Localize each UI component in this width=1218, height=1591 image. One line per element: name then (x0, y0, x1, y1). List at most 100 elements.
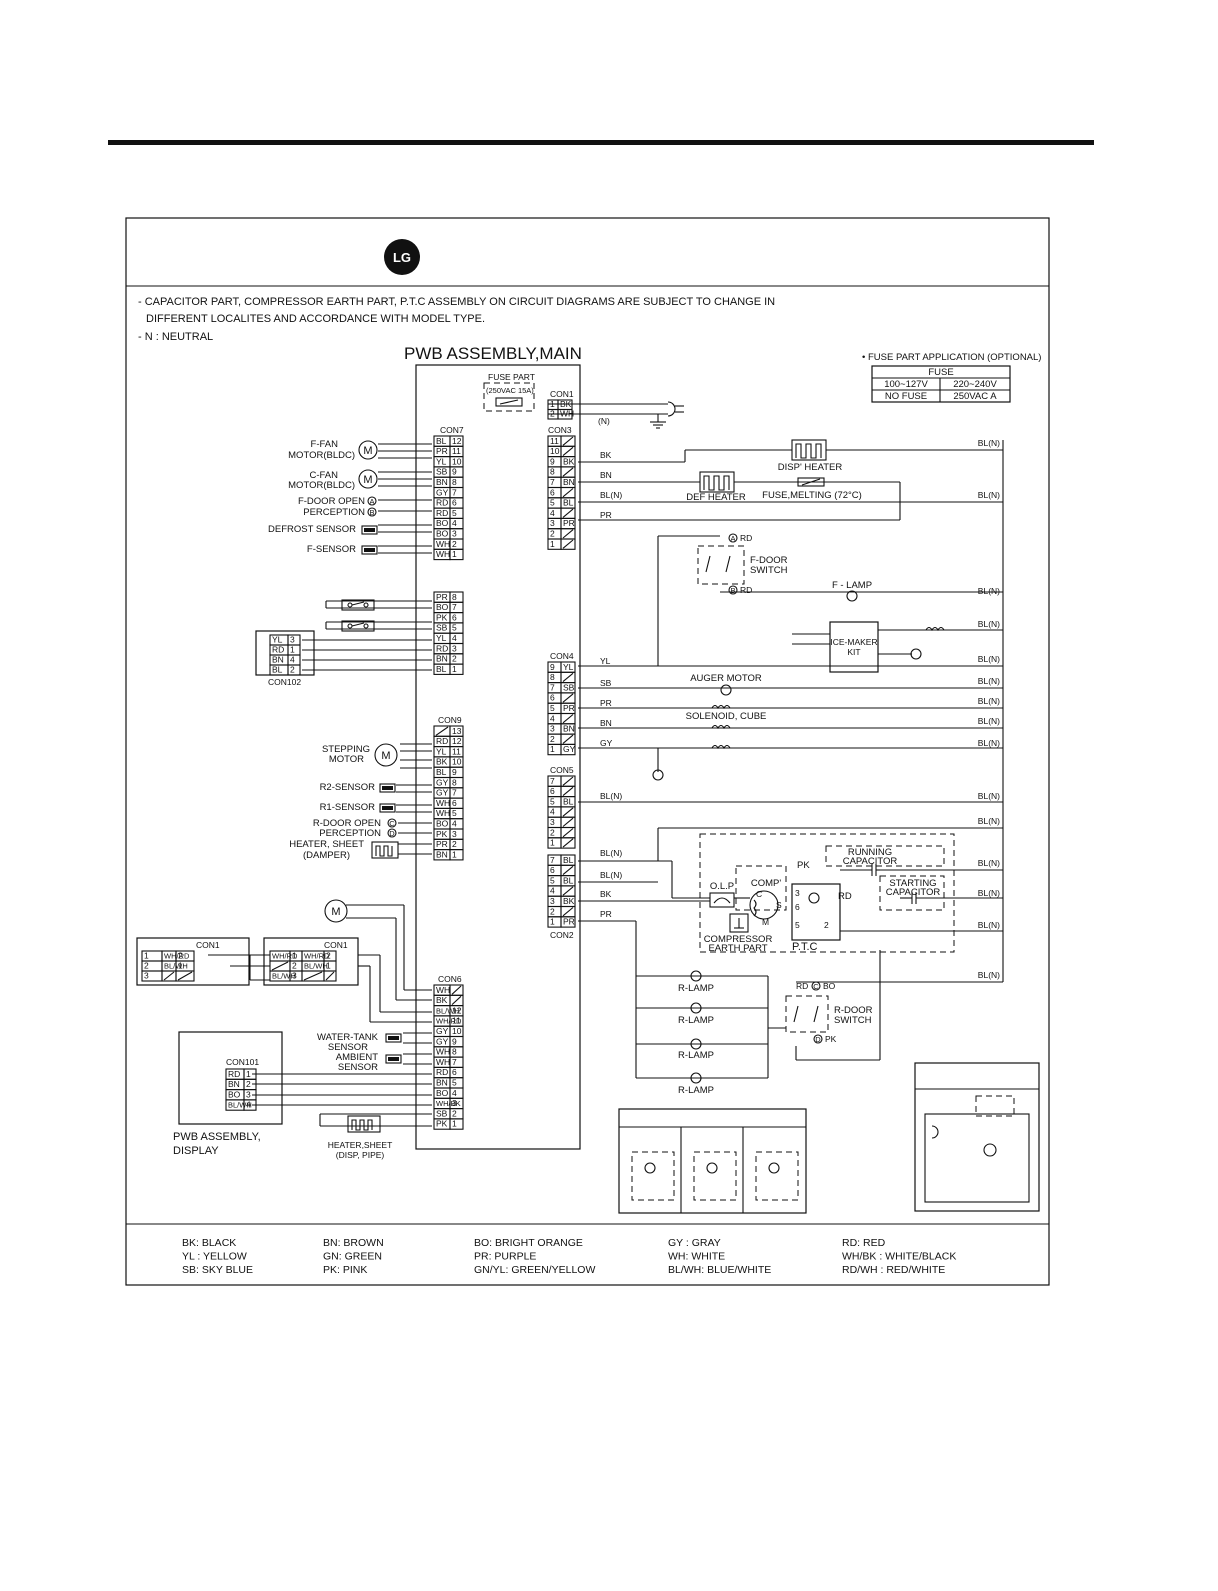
top-rule (108, 140, 1094, 145)
svg-text:CON1: CON1 (324, 940, 348, 950)
pin-label: 3 (550, 518, 555, 528)
pin-label: 1 (550, 744, 555, 754)
bus-label-bln: BL(N) (978, 619, 1000, 629)
auger-motor: AUGER MOTOR (690, 673, 762, 696)
pin-label: 8 (452, 777, 457, 787)
pin-label: 5 (550, 703, 555, 713)
con102-frame (255, 630, 315, 676)
pin-label: 3 (452, 1098, 457, 1108)
pin-label: 7 (452, 1057, 457, 1067)
right-wiring (548, 403, 1004, 1079)
pin-label: BL (563, 498, 574, 508)
svg-text:C-FAN: C-FAN (310, 470, 339, 481)
pin-label: 7 (452, 487, 457, 497)
wire-color-label: GY (600, 738, 613, 748)
pin-label: WH (436, 1057, 450, 1067)
pin-label: RD (436, 736, 448, 746)
pin-label: 10 (550, 446, 560, 456)
pin-label: BO (436, 602, 449, 612)
f-door-perception: F-DOOR OPEN PERCEPTION A B (298, 496, 377, 518)
svg-text:D: D (815, 1035, 821, 1044)
pin-label: 12 (452, 1005, 462, 1015)
svg-text:PK: PK (797, 860, 810, 871)
svg-text:R1-SENSOR: R1-SENSOR (320, 802, 376, 813)
svg-text:M: M (363, 445, 372, 457)
bus-label-bln: BL(N) (978, 716, 1000, 726)
pin-label: 9 (452, 767, 457, 777)
svg-text:M: M (762, 917, 769, 927)
pin-label: PK (436, 612, 448, 622)
bus-label-bln: BL(N) (978, 676, 1000, 686)
pin-label: BK (436, 995, 448, 1005)
pin-label: 6 (550, 487, 555, 497)
pin-label: WH/RD (304, 952, 330, 961)
svg-text:COMP': COMP' (751, 878, 782, 889)
pin-label: GY (436, 487, 449, 497)
svg-text:C: C (813, 982, 819, 991)
pin-label: 2 (452, 1108, 457, 1118)
pin-label: 2 (550, 529, 555, 539)
heater-sheet-pipe: HEATER,SHEET (DISP, PIPE) (328, 1115, 392, 1160)
svg-text:M: M (381, 750, 390, 762)
bus-label-bln: BL(N) (978, 586, 1000, 596)
pin-label: 8 (550, 467, 555, 477)
pin-label: 13 (452, 726, 462, 736)
pin-label: 2 (290, 665, 295, 675)
pin-label: YL (272, 635, 283, 645)
legend-entry: BL/WH: BLUE/WHITE (668, 1264, 771, 1276)
main-pwb-board (415, 364, 581, 1150)
svg-text:PERCEPTION: PERCEPTION (319, 828, 381, 839)
pin-label: WH/RD (164, 952, 190, 961)
pin-label: 3 (144, 971, 149, 981)
svg-text:CAPACITOR: CAPACITOR (886, 887, 941, 898)
pin-label: 7 (550, 776, 555, 786)
f-door-switch: A RD B RD F-DOOR SWITCH (697, 533, 788, 595)
legend-entry: YL : YELLOW (182, 1251, 247, 1263)
pin-label: 1 (290, 645, 295, 655)
pin-label: 2 (246, 1079, 251, 1089)
wire-color-label: BL(N) (600, 791, 622, 801)
note-line-1: - CAPACITOR PART, COMPRESSOR EARTH PART,… (138, 296, 775, 308)
svg-text:R-DOOR OPEN: R-DOOR OPEN (313, 818, 381, 829)
svg-text:ICE-MAKER: ICE-MAKER (830, 637, 877, 647)
pin-label: 2 (292, 961, 297, 971)
svg-text:SWITCH: SWITCH (750, 565, 788, 576)
pin-label: 10 (452, 757, 462, 767)
pin-label: 1 (452, 849, 457, 859)
con1-left-frame (136, 937, 250, 986)
svg-text:M: M (331, 906, 340, 918)
pin-label: WH/RD (436, 1017, 462, 1026)
pin-label: 2 (550, 827, 555, 837)
pin-label: BL (436, 664, 447, 674)
pin-label: 3 (550, 724, 555, 734)
legend-entry: GN: GREEN (323, 1251, 382, 1263)
svg-text:220~240V: 220~240V (953, 379, 997, 390)
pin-label: PK (436, 829, 448, 839)
legend-entry: PK: PINK (323, 1264, 367, 1276)
pin-label: PR (563, 703, 575, 713)
pin-label: 8 (550, 672, 555, 682)
fuse-part: FUSE PART (250VAC 15A) (483, 372, 535, 412)
pin-label: 7 (452, 602, 457, 612)
pin-label: 8 (452, 477, 457, 487)
f-lamp: F - LAMP (832, 580, 872, 602)
pin-label: 7 (550, 682, 555, 692)
pin-label: 1 (550, 539, 555, 549)
pin-label: SB (436, 623, 448, 633)
pin-label: BN (272, 655, 284, 665)
svg-text:WATER-TANK: WATER-TANK (317, 1032, 379, 1043)
svg-text:RD: RD (796, 981, 808, 991)
svg-text:SENSOR: SENSOR (328, 1042, 368, 1053)
pin-label: 10 (452, 1026, 462, 1036)
bus-label-bln: BL(N) (978, 654, 1000, 664)
pin-label: 1 (452, 549, 457, 559)
ground-point (652, 769, 664, 781)
svg-text:AUGER MOTOR: AUGER MOTOR (690, 673, 762, 684)
svg-text:R-LAMP: R-LAMP (678, 1085, 714, 1096)
pin-label: 2 (452, 839, 457, 849)
